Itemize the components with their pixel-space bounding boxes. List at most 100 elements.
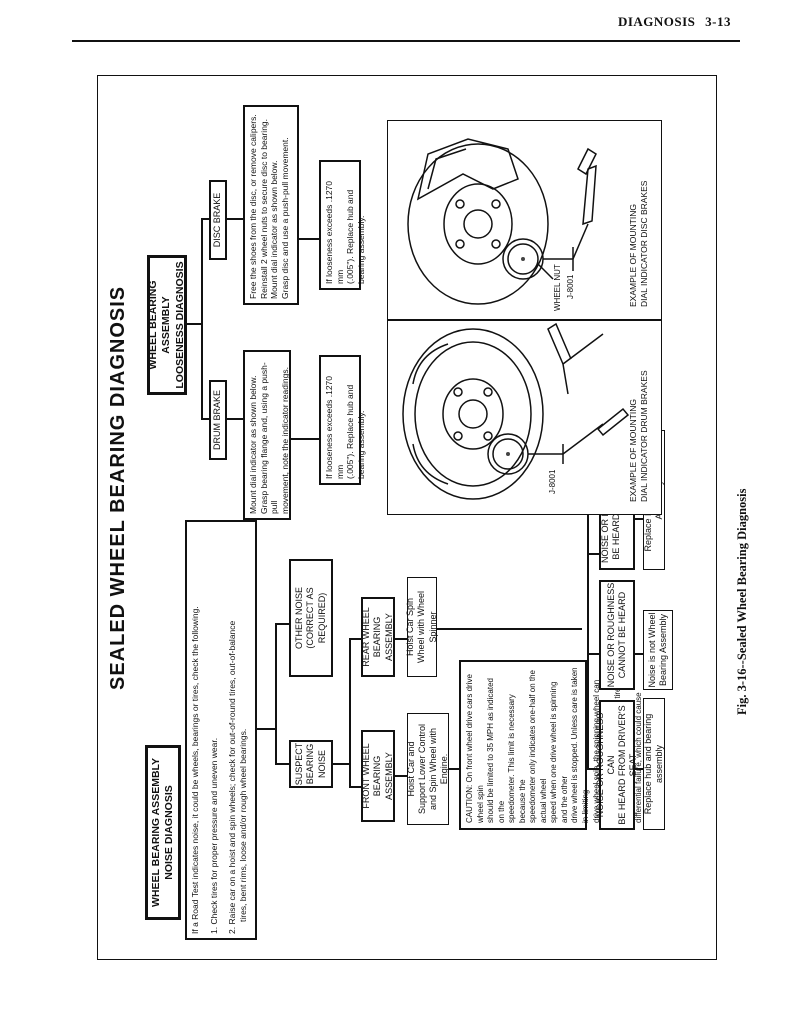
result-line: If looseness exceeds .1270 mm [324, 180, 345, 284]
box-line: and Spin Wheel with Engine. [428, 727, 450, 811]
box-line: (CORRECT AS REQUIRED) [305, 587, 327, 649]
caution-line: should be limited to 35 MPH as indicated… [486, 678, 506, 823]
drum-figure-label: EXAMPLE OF MOUNTING DIAL INDICATOR DRUM … [628, 370, 650, 502]
step-line: Grasp bearing flange and, using a push-p… [258, 362, 280, 514]
heading-line: WHEEL BEARING ASSEMBLY [149, 758, 162, 907]
connector-line [201, 220, 203, 420]
connector-line [187, 323, 201, 325]
drum-brake-box: DRUM BRAKE [209, 380, 227, 460]
figure-label-line: EXAMPLE OF MOUNTING [628, 204, 638, 307]
box-line: SUSPECT [294, 742, 305, 786]
rotated-diagram: SEALED WHEEL BEARING DIAGNOSIS WHEEL BEA… [97, 75, 717, 960]
box-line: NOISE [316, 750, 327, 779]
hoist-front-box: Hoist Car and Support Lower Control and … [405, 713, 450, 825]
wheel-nut-callout: WHEEL NUT [553, 264, 562, 311]
connector-line [333, 763, 349, 765]
connector-line [349, 640, 351, 788]
disc-brake-illustration [407, 138, 597, 305]
box-line: BE HEARD FROM DRIVER'S SEAT [617, 705, 639, 825]
looseness-diagnosis-heading: WHEEL BEARING ASSEMBLY LOOSENESS DIAGNOS… [147, 255, 187, 395]
figure-caption: Fig. 3-16--Sealed Wheel Bearing Diagnosi… [735, 488, 749, 715]
caution-box: CAUTION: On front wheel drive cars drive… [459, 660, 664, 830]
intro-step: tires, bent rims, loose and/or rough whe… [237, 728, 248, 922]
drum-brake-illustration [402, 322, 630, 500]
box-line: Hoist Car Spin [405, 597, 416, 657]
step-line: Grasp disc and use a push-pull movement. [279, 137, 290, 299]
box-line: CANNOT BE HEARD [617, 591, 627, 679]
connector-line [275, 623, 289, 625]
diagram-title: SEALED WHEEL BEARING DIAGNOSIS [107, 285, 129, 690]
step-line: Free the shoes from the disc, or remove … [248, 114, 258, 299]
box-line: BEARING [305, 743, 316, 785]
other-noise-box: OTHER NOISE (CORRECT AS REQUIRED) [289, 559, 333, 677]
connector-line [437, 628, 582, 630]
noise-intro-box: If a Road Test indicates noise, it could… [185, 520, 257, 940]
figure-label-line: DIAL INDICATOR DRUM BRAKES [639, 370, 650, 502]
disc-tool-callout: J-8001 [566, 274, 575, 299]
replace-hub-box-1: Replace hub and bearing assembly [643, 698, 665, 830]
caution-line: speed when one drive wheel is spinning a… [549, 681, 569, 823]
connector-line [275, 625, 277, 765]
drum-steps-box: Mount dial indicator as shown below. Gra… [243, 350, 291, 520]
caution-line: speedometer. This limit is necessary bec… [507, 694, 527, 823]
box-line: Wheel with Wheel Spinner [416, 590, 438, 664]
result-line: bearing assembly. [355, 410, 366, 479]
step-line: Mount dial indicator as shown below. [269, 160, 280, 299]
drum-tool-callout: J-8001 [548, 469, 557, 494]
connector-line [291, 438, 319, 440]
box-line: BEARING ASSEMBLY [372, 613, 394, 661]
figure-label-line: EXAMPLE OF MOUNTING [628, 399, 638, 502]
rear-wheel-bearing-box: REAR WHEEL BEARING ASSEMBLY [361, 597, 395, 677]
disc-brake-box: DISC BRAKE [209, 180, 227, 260]
front-wheel-bearing-box: FRONT WHEEL BEARING ASSEMBLY [361, 730, 395, 822]
connector-line [275, 763, 289, 765]
heading-line: LOOSENESS DIAGNOSIS [173, 261, 186, 389]
result-line: If looseness exceeds .1270 mm [324, 375, 345, 479]
connector-line [227, 418, 243, 420]
diagram-frame [97, 75, 717, 960]
drum-result-box: If looseness exceeds .1270 mm (.005"). R… [319, 355, 366, 485]
box-line: Hoist Car and [405, 741, 416, 797]
connector-line [227, 218, 243, 220]
heading-line: WHEEL BEARING ASSEMBLY [147, 280, 173, 370]
box-line: REAR WHEEL [361, 607, 372, 667]
not-wheel-bearing-box: Noise is not Wheel Bearing Assembly [643, 610, 673, 690]
connector-line [587, 553, 599, 555]
caution-line: CAUTION: On front wheel drive cars drive… [465, 674, 485, 823]
disc-brake-figure-panel: WHEEL NUT J-8001 EXAMPLE OF MOUNTING DIA… [387, 120, 662, 320]
step-line: Mount dial indicator as shown below. [248, 375, 258, 514]
connector-line [349, 786, 361, 788]
connector-line [449, 768, 459, 770]
connector-line [587, 653, 599, 655]
hoist-rear-box: Hoist Car Spin Wheel with Wheel Spinner [405, 577, 438, 677]
page-header: DIAGNOSIS 3-13 [618, 14, 731, 30]
box-line: NOISE OR ROUGHNESS [605, 582, 616, 688]
figure-label-line: DIAL INDICATOR DISC BRAKES [639, 180, 650, 307]
connector-line [635, 653, 643, 655]
caution-line: speedometer only indicates one-half on t… [528, 670, 548, 823]
drum-brake-figure-panel: J-8001 EXAMPLE OF MOUNTING DIAL INDICATO… [387, 320, 662, 515]
intro-line: If a Road Test indicates noise, it could… [190, 606, 200, 934]
box-line: NOISE OR ROUGHNESS CAN [594, 712, 616, 818]
box-line: Noise is not Wheel [646, 612, 657, 688]
connector-line [299, 238, 319, 240]
box-line: OTHER NOISE [294, 587, 305, 650]
intro-step: 1. Check tires for proper pressure and u… [208, 737, 219, 934]
box-line: Support Lower Control [416, 723, 427, 815]
header-rule [72, 40, 740, 42]
disc-steps-box: Free the shoes from the disc, or remove … [243, 105, 299, 305]
connector-line [201, 218, 209, 220]
disc-figure-label: EXAMPLE OF MOUNTING DIAL INDICATOR DISC … [628, 181, 650, 307]
step-line: Reinstall 2 wheel nuts to secure disc to… [258, 118, 269, 299]
suspect-bearing-noise-box: SUSPECT BEARING NOISE [289, 740, 333, 788]
step-line: movement, note the indicator readings. [279, 367, 290, 514]
heading-line: NOISE DIAGNOSIS [163, 785, 175, 880]
box-line: FRONT WHEEL [361, 743, 372, 809]
header-page-number: 3-13 [705, 14, 731, 29]
connector-line [201, 418, 209, 420]
heard-from-seat-box-1: NOISE OR ROUGHNESS CAN BE HEARD FROM DRI… [595, 700, 638, 830]
noise-diagnosis-heading: WHEEL BEARING ASSEMBLY NOISE DIAGNOSIS [145, 745, 181, 920]
result-line: (.005"). Replace hub and [345, 384, 356, 479]
box-line: BEARING ASSEMBLY [372, 752, 394, 800]
connector-line [587, 488, 589, 770]
